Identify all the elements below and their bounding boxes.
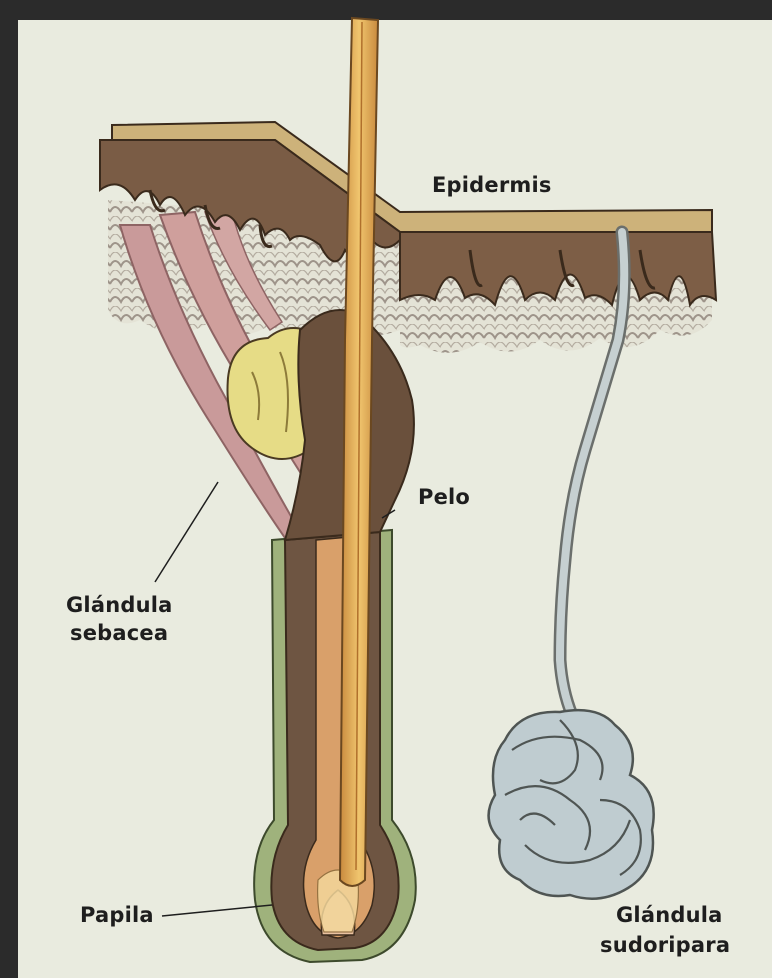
label-glandula-sebacea-line2: sebacea xyxy=(70,621,168,645)
label-papila: Papila xyxy=(80,903,154,927)
label-pelo: Pelo xyxy=(418,485,470,509)
label-glandula-sudoripara-line1: Glándula xyxy=(616,903,723,927)
label-epidermis: Epidermis xyxy=(432,173,552,197)
label-glandula-sebacea-line1: Glándula xyxy=(66,593,173,617)
label-glandula-sudoripara-line2: sudoripara xyxy=(600,933,730,957)
